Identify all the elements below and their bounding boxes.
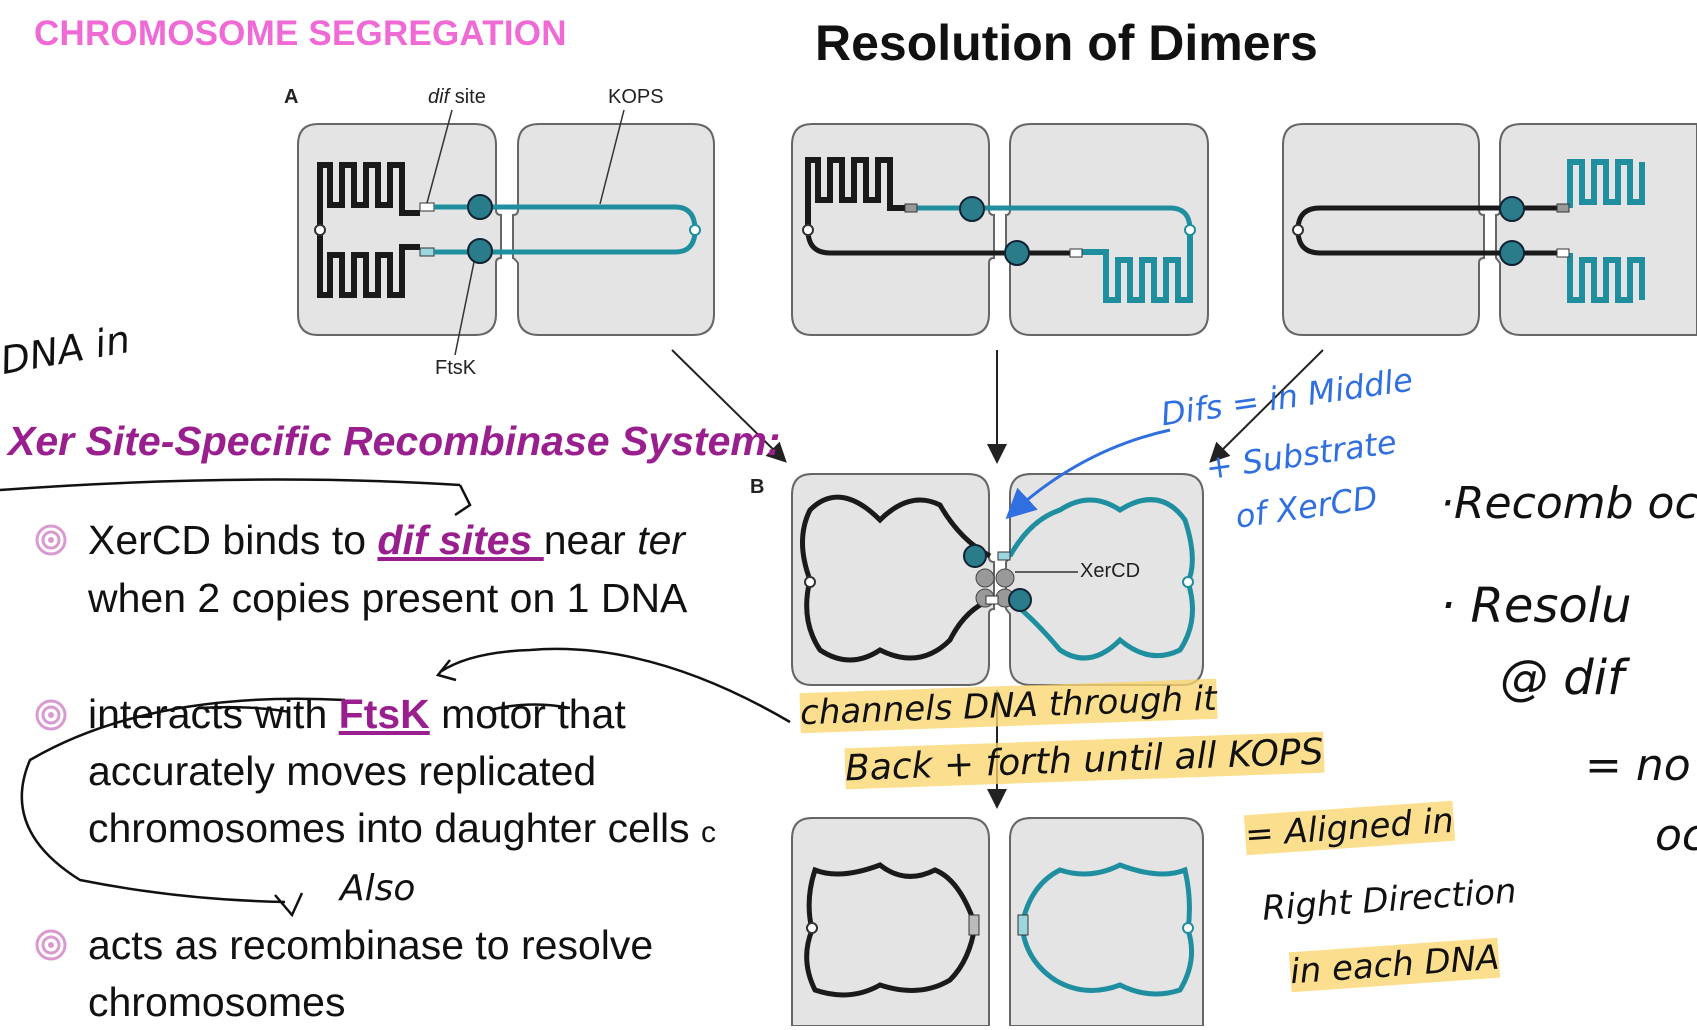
panel-b-label: B — [750, 476, 765, 498]
handwritten-no: = no — [1585, 740, 1691, 791]
ftsk-label: FtsK — [435, 357, 477, 379]
bullet-1: XerCD binds to dif sites near ter — [88, 512, 685, 568]
b2-line3-text: chromosomes into daughter cells — [88, 805, 690, 851]
bullet-2-line2: accurately moves replicated — [88, 748, 597, 794]
dif-site-label: dif site — [428, 86, 486, 109]
cell-pair-b — [791, 473, 1204, 686]
b2-pre: interacts with — [88, 691, 339, 737]
dif-word: dif — [428, 86, 450, 108]
page-title: Resolution of Dimers — [815, 15, 1318, 71]
cell-pair-result — [791, 817, 1204, 1026]
cell-pair-a2 — [791, 123, 1209, 336]
bullet-1-line2: when 2 copies present on 1 DNA — [88, 575, 688, 621]
kops-label: KOPS — [608, 86, 664, 108]
b2-post: motor that — [429, 691, 626, 737]
b2-trail: c — [701, 816, 717, 849]
bullet-3: acts as recombinase to resolve — [88, 922, 654, 968]
handwritten-oc: oc — [1655, 810, 1697, 861]
handwritten-at-dif: @ dif — [1500, 650, 1624, 706]
panel-a-label: A — [284, 86, 299, 108]
xer-system-heading: Xer Site-Specific Recombinase System: — [8, 418, 781, 464]
cell-pair-a1 — [297, 123, 715, 336]
dif-sites-term: dif sites — [377, 517, 544, 563]
ftsk-term: FtsK — [338, 691, 430, 737]
b1-mid: near — [543, 517, 638, 563]
cell-pair-a3 — [1282, 123, 1697, 336]
handwritten-resolution: · Resolu — [1440, 578, 1632, 634]
bullet-2-line3: chromosomes into daughter cells c — [88, 800, 716, 861]
ter-term: ter — [637, 517, 686, 563]
bullet-icon — [35, 699, 67, 731]
bullet-icon — [35, 929, 67, 961]
bullet-2: interacts with FtsK motor that — [88, 686, 626, 742]
bullet-icon — [35, 524, 67, 556]
site-word: site — [454, 86, 486, 108]
b1-pre: XerCD binds to — [88, 517, 378, 563]
handwritten-also: Also — [340, 868, 416, 909]
section-title: CHROMOSOME SEGREGATION — [34, 14, 567, 53]
bullet-3-line2: chromosomes — [88, 979, 346, 1025]
xercd-label: XerCD — [1080, 560, 1141, 582]
handwritten-recomb: ·Recomb oc — [1440, 478, 1697, 529]
